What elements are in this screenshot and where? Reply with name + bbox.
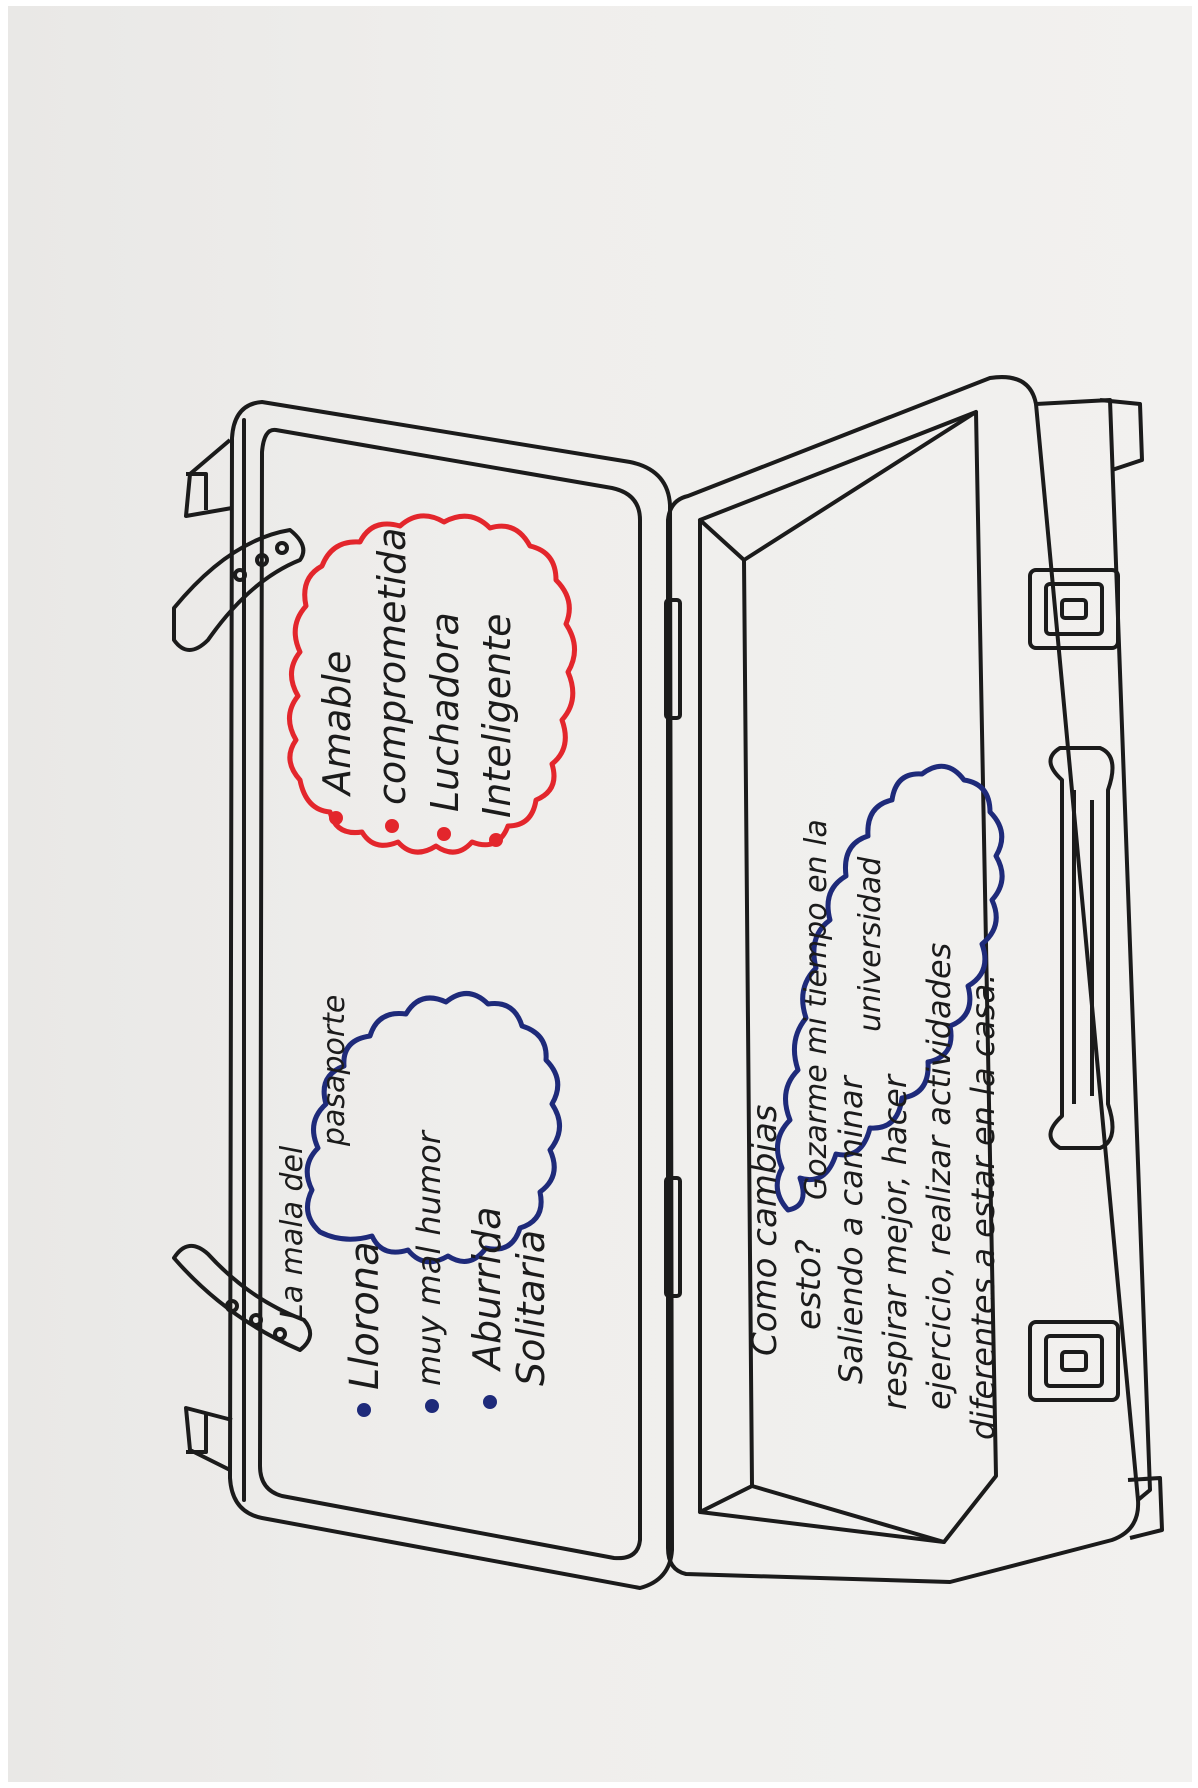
blue-bullet-2 xyxy=(425,1399,439,1413)
trait-amable: Amable xyxy=(315,651,359,798)
question-line1: Como cambias xyxy=(745,1105,785,1357)
red-bullet-3 xyxy=(437,827,451,841)
answer-line-2: respirar mejor, hacer xyxy=(876,1073,914,1410)
suitcase-lid xyxy=(230,402,672,1588)
trait-inteligente: Inteligente xyxy=(475,613,519,818)
red-bullet-1 xyxy=(329,811,343,825)
answer-line-1: Saliendo a caminar xyxy=(832,1074,870,1384)
bubble-line2: universidad xyxy=(853,856,888,1032)
lid-heading-line1: La mala del xyxy=(275,1145,310,1320)
bubble-line1: Gozarme mi tiempo en la xyxy=(799,819,834,1200)
trait-muy-mal-humor: muy mal humor xyxy=(410,1129,448,1386)
trait-luchadora: Luchadora xyxy=(423,612,467,812)
question-line2: esto? xyxy=(789,1239,829,1330)
answer-line-4: diferentes a estar en la casa. xyxy=(964,974,1002,1440)
trait-comprometida: comprometida xyxy=(370,528,414,805)
trait-solitaria: Solitaria xyxy=(509,1230,553,1386)
red-bullet-4 xyxy=(489,833,503,847)
red-bullet-2 xyxy=(385,819,399,833)
blue-bullets xyxy=(357,1395,497,1417)
answer-line-3: ejercicio, realizar actividades xyxy=(920,943,958,1410)
suitcase-corners xyxy=(186,400,1162,1538)
trait-llorona: Llorona xyxy=(342,1241,388,1390)
blue-bullet-3 xyxy=(483,1395,497,1409)
blue-bullet-1 xyxy=(357,1403,371,1417)
trait-aburrida: Aburrida xyxy=(465,1207,509,1373)
lid-heading-line2: pasaporte xyxy=(317,995,352,1147)
suitcase-handle xyxy=(1050,748,1112,1148)
